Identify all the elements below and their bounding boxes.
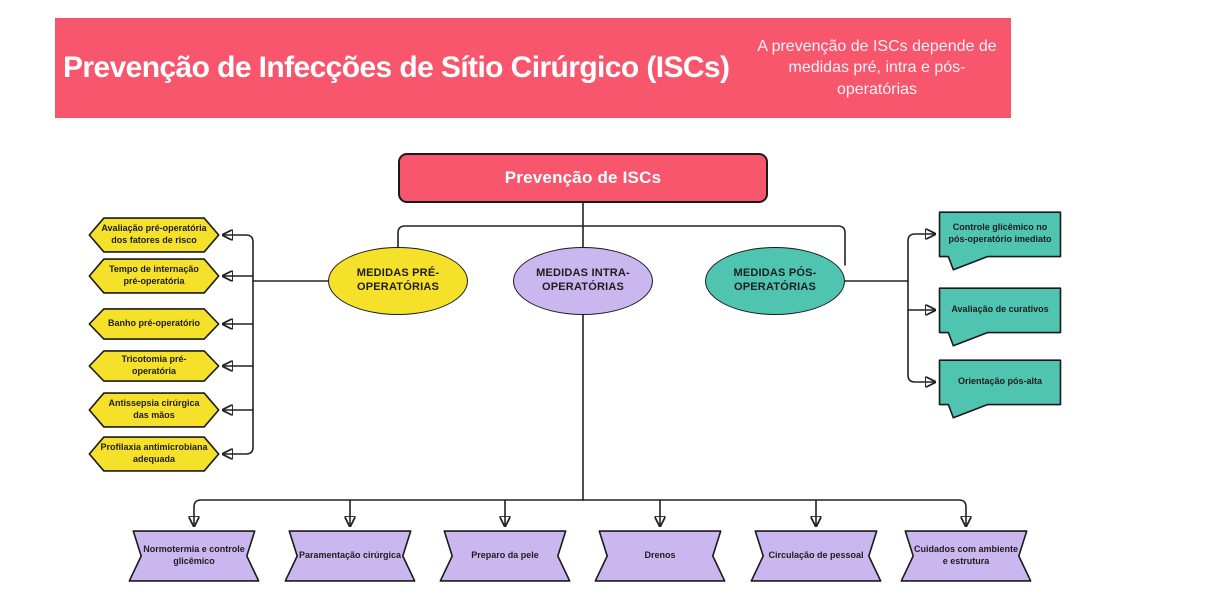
hexagon-shape xyxy=(88,392,220,428)
connector-root-to-pre xyxy=(397,225,584,248)
pre-item-label: Tricotomia pré-operatória xyxy=(121,354,187,376)
intra-item-skin-prep: Preparo da pele xyxy=(439,530,571,582)
intra-item-label: Cuidados com ambiente e estrutura xyxy=(913,544,1019,566)
intra-item-drains: Drenos xyxy=(594,530,726,582)
root-node: Prevenção de ISCs xyxy=(398,153,768,203)
pos-item-discharge-guidance: Orientação pós-alta xyxy=(937,359,1063,419)
branch-intra-label: MEDIDAS INTRA-OPERATÓRIAS xyxy=(536,267,630,293)
hexagon-shape xyxy=(88,308,220,340)
hexagon-shape xyxy=(88,350,220,382)
banner-shape xyxy=(284,530,416,582)
pre-item-label: Profilaxia antimicrobiana adequada xyxy=(100,442,208,464)
pre-item-label: Avaliação pré-operatória dos fatores de … xyxy=(101,223,207,245)
branch-pos-label: MEDIDAS PÓS-OPERATÓRIAS xyxy=(733,267,817,293)
intra-item-label: Drenos xyxy=(644,550,676,561)
connector-pre-6 xyxy=(224,280,254,454)
intra-item-normothermia: Normotermia e controle glicêmico xyxy=(128,530,260,582)
hexagon-shape xyxy=(88,436,220,472)
connector-intra-6 xyxy=(582,499,966,525)
banner-shape xyxy=(128,530,260,582)
pre-item-antimicrobial-prophylaxis: Profilaxia antimicrobiana adequada xyxy=(88,436,220,472)
pre-item-label: Antissepsia cirúrgica das mãos xyxy=(108,398,200,420)
intra-item-environment-care: Cuidados com ambiente e estrutura xyxy=(900,530,1032,582)
connector-pre-1 xyxy=(224,235,254,282)
pre-item-label: Banho pré-operatório xyxy=(107,318,200,329)
pre-item-risk-factors: Avaliação pré-operatória dos fatores de … xyxy=(88,217,220,253)
banner-shape xyxy=(439,530,571,582)
connector-intra-1 xyxy=(194,499,584,525)
pre-item-hand-antisepsis: Antissepsia cirúrgica das mãos xyxy=(88,392,220,428)
banner-shape xyxy=(594,530,726,582)
speech-bubble-shape xyxy=(937,359,1063,419)
connector-pos-1 xyxy=(907,234,934,282)
intra-item-label: Paramentação cirúrgica xyxy=(298,550,402,561)
pre-item-label: Tempo de internação pré-operatória xyxy=(109,264,199,286)
branch-pre-label: MEDIDAS PRÉ-OPERATÓRIAS xyxy=(356,267,440,293)
page-subtitle: A prevenção de ISCs depende de medidas p… xyxy=(757,37,997,98)
page-title: Prevenção de Infecções de Sítio Cirúrgic… xyxy=(63,51,730,85)
speech-bubble-shape xyxy=(937,287,1063,347)
branch-intra-operative: MEDIDAS INTRA-OPERATÓRIAS xyxy=(513,247,653,315)
pos-item-glycemic-control: Controle glicêmico no pós-operatório ime… xyxy=(937,211,1063,271)
pre-item-hospital-stay: Tempo de internação pré-operatória xyxy=(88,258,220,294)
branch-post-operative: MEDIDAS PÓS-OPERATÓRIAS xyxy=(705,247,845,315)
root-node-label: Prevenção de ISCs xyxy=(504,167,662,187)
pos-item-dressings: Avaliação de curativos xyxy=(937,287,1063,347)
intra-item-personnel-circulation: Circulação de pessoal xyxy=(750,530,882,582)
speech-bubble-shape xyxy=(937,211,1063,271)
intra-item-label: Preparo da pele xyxy=(471,550,539,561)
pre-item-bath: Banho pré-operatório xyxy=(88,308,220,340)
pre-item-tricotomy: Tricotomia pré-operatória xyxy=(88,350,220,382)
pos-item-label: Orientação pós-alta xyxy=(957,376,1043,387)
header-banner: Prevenção de Infecções de Sítio Cirúrgic… xyxy=(55,18,1011,118)
banner-shape xyxy=(900,530,1032,582)
hexagon-shape xyxy=(88,217,220,253)
pos-item-label: Avaliação de curativos xyxy=(951,304,1049,315)
intra-item-label: Circulação de pessoal xyxy=(768,550,864,561)
banner-shape xyxy=(750,530,882,582)
intra-item-surgical-attire: Paramentação cirúrgica xyxy=(284,530,416,582)
hexagon-shape xyxy=(88,258,220,294)
intra-item-label: Normotermia e controle glicêmico xyxy=(143,544,245,566)
pos-item-label: Controle glicêmico no pós-operatório ime… xyxy=(948,222,1052,244)
branch-pre-operative: MEDIDAS PRÉ-OPERATÓRIAS xyxy=(328,247,468,315)
connector-pos-3 xyxy=(907,280,934,382)
